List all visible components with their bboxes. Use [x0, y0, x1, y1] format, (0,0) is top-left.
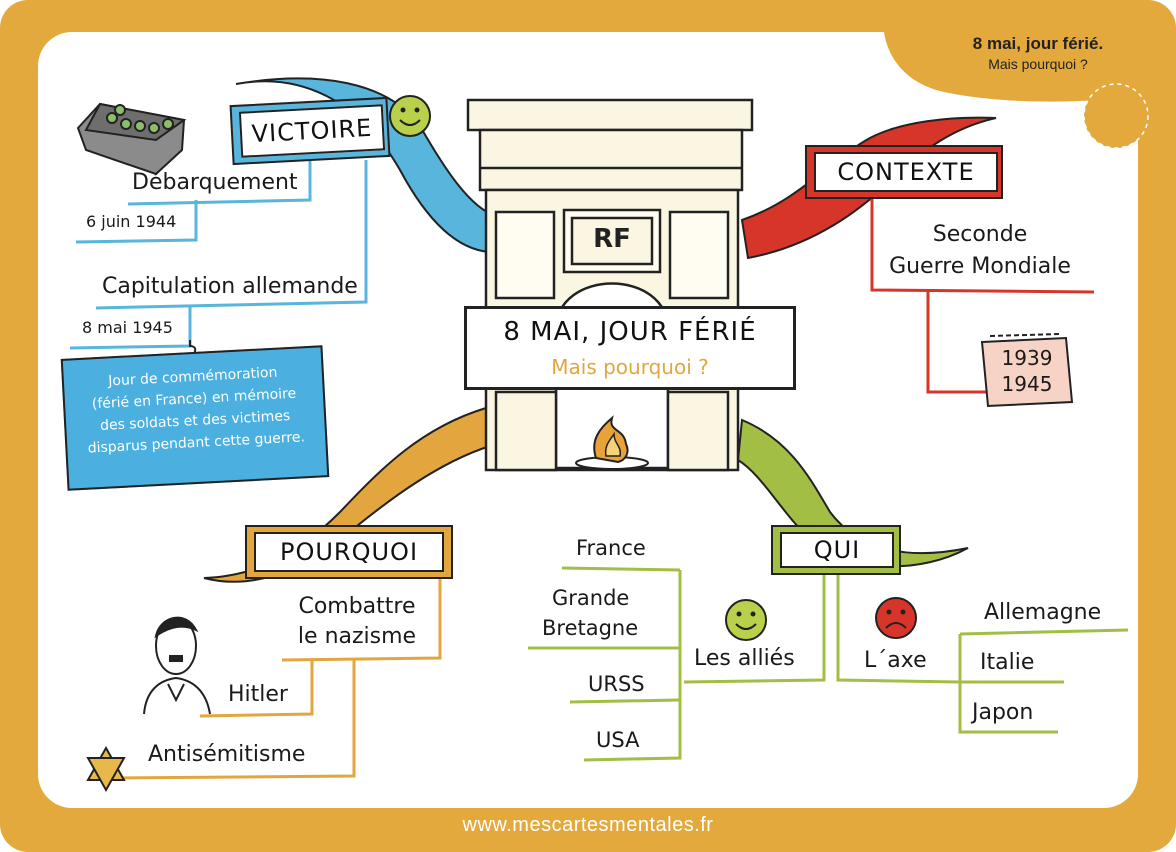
happy-smiley-icon — [389, 95, 431, 137]
allies-member-usa: USA — [596, 728, 640, 752]
axe-text: L´axe — [864, 648, 927, 673]
allies-member-urss: URSS — [588, 672, 645, 696]
allies-member-grande: Grande — [552, 586, 630, 610]
allies-text: Les alliés — [694, 646, 795, 671]
corner-tab-title: 8 mai, jour férié. — [972, 34, 1104, 53]
capitulation-text: Capitulation allemande — [102, 274, 358, 299]
allies-member-france: France — [576, 536, 646, 560]
hitler-portrait-drawing — [143, 616, 211, 715]
landing-craft-drawing — [76, 102, 187, 176]
axe-member-japon: Japon — [972, 700, 1034, 725]
allies-happy-smiley-icon — [725, 599, 767, 641]
calendar-year-start: 1939 — [1001, 346, 1053, 370]
contexte-line-1: Seconde — [932, 222, 1028, 247]
arc-de-triomphe-drawing — [466, 98, 754, 472]
victoire-label: VICTOIRE — [238, 104, 386, 158]
qui-lines — [528, 566, 1129, 762]
pourquoi-lines — [111, 572, 442, 780]
pourquoi-item1-line2: le nazisme — [297, 624, 417, 649]
corner-tab-shape — [884, 32, 1138, 102]
arch-initials: RF — [593, 224, 631, 254]
contexte-lines — [870, 196, 1095, 394]
center-title: 8 MAI, JOUR FÉRIÉ — [503, 317, 757, 347]
victoire-lines — [69, 160, 368, 350]
center-title-box: 8 MAI, JOUR FÉRIÉ Mais pourquoi ? — [464, 306, 796, 390]
pourquoi-label: POURQUOI — [254, 532, 444, 572]
qui-label: QUI — [780, 532, 894, 568]
debarquement-date: 6 juin 1944 — [86, 212, 177, 231]
hitler-text: Hitler — [228, 682, 288, 707]
calendar-year-end: 1945 — [1001, 372, 1053, 396]
star-of-david-icon — [86, 745, 126, 793]
axe-member-allemagne: Allemagne — [984, 600, 1102, 625]
footer-url: www.mescartesmentales.fr — [462, 814, 714, 836]
contexte-line-2: Guerre Mondiale — [889, 254, 1071, 279]
pourquoi-item1-line1: Combattre — [298, 594, 416, 619]
capitulation-date: 8 mai 1945 — [82, 318, 173, 337]
commemoration-note: Jour de commémoration (férié en France) … — [60, 345, 330, 491]
calendar-icon — [980, 333, 1074, 408]
corner-badge — [1083, 83, 1149, 149]
axe-member-italie: Italie — [980, 650, 1035, 675]
pourquoi-ribbon — [203, 406, 492, 583]
corner-tab-subtitle: Mais pourquoi ? — [988, 56, 1088, 72]
eternal-flame-drawing — [575, 415, 649, 470]
allies-member-bretagne: Bretagne — [542, 616, 639, 640]
center-subtitle: Mais pourquoi ? — [551, 355, 709, 379]
debarquement-text: Débarquement — [132, 170, 298, 195]
contexte-label: CONTEXTE — [814, 152, 998, 192]
antisemitisme-text: Antisémitisme — [148, 742, 306, 767]
axe-sad-smiley-icon — [875, 597, 917, 639]
